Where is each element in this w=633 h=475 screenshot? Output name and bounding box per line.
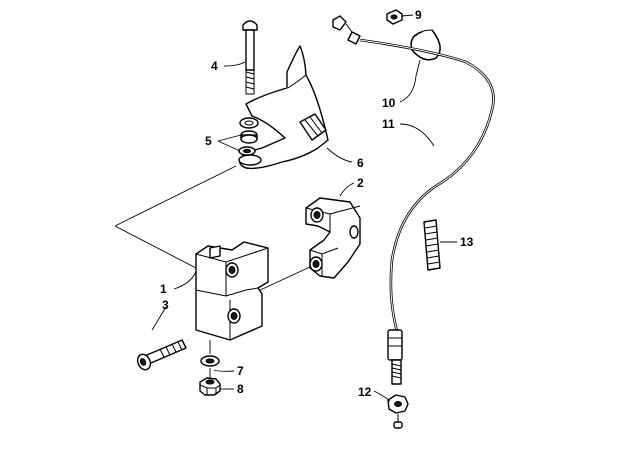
leader-1: [173, 271, 197, 290]
part-3-cap-screw: [136, 339, 187, 371]
part-1-mount-block: [195, 241, 269, 341]
assembly-line-1: [114, 165, 237, 227]
part-2-clamp: [305, 197, 361, 279]
part-5-washers: [238, 117, 259, 156]
leader-4: [223, 61, 246, 67]
leader-3: [151, 306, 167, 331]
assembly-line-2: [114, 225, 197, 269]
part-13-sleeve: [423, 219, 441, 271]
callout-10: 10: [382, 96, 396, 110]
leader-10: [399, 59, 421, 103]
part-11-cable: [332, 15, 495, 385]
callout-8: 8: [237, 382, 244, 396]
callout-5: 5: [205, 134, 212, 148]
callout-12: 12: [358, 385, 372, 399]
callout-13: 13: [460, 235, 474, 249]
callout-2: 2: [357, 176, 364, 190]
part-10-ring: [410, 29, 441, 61]
part-9-clip: [386, 9, 403, 25]
leader-2: [339, 182, 355, 197]
leader-9: [401, 14, 414, 17]
callout-7: 7: [237, 364, 244, 378]
leader-12: [373, 390, 391, 402]
part-6-lever-bracket: [238, 45, 329, 170]
part-12-cable-nut: [387, 394, 409, 429]
leader-11: [399, 123, 435, 147]
part-4-bolt: [242, 20, 258, 95]
callout-6: 6: [357, 156, 364, 170]
callout-9: 9: [415, 8, 422, 22]
callout-4: 4: [211, 59, 218, 73]
leader-5: [217, 134, 242, 152]
callout-11: 11: [382, 117, 395, 131]
leader-6: [326, 147, 353, 163]
part-8-nut: [199, 377, 221, 396]
assembly-line-3: [255, 265, 313, 293]
callout-3: 3: [162, 298, 169, 312]
callout-1: 1: [160, 282, 167, 296]
leader-7: [213, 369, 235, 372]
part-7-washer: [200, 355, 220, 367]
